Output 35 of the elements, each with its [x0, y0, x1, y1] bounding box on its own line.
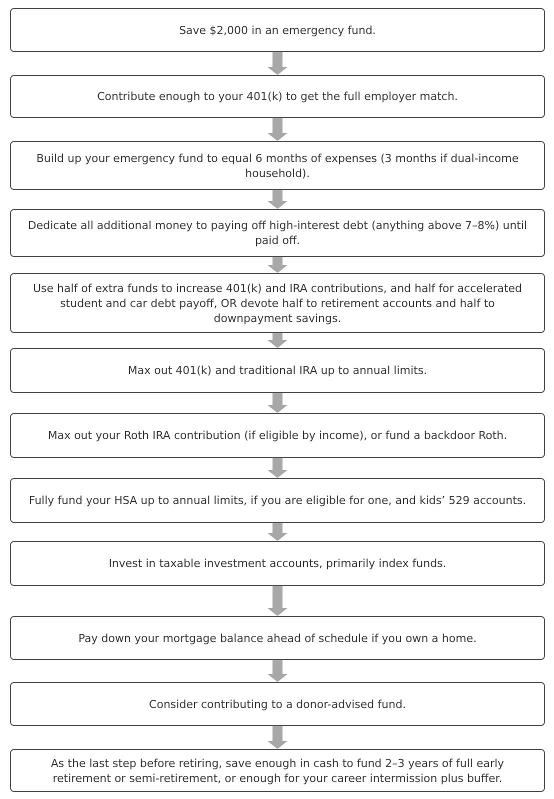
arrow: [268, 660, 288, 682]
step-box: [10, 541, 545, 586]
arrow: [268, 52, 288, 75]
step-box: [10, 749, 545, 792]
step-box: [10, 682, 545, 726]
arrow: [268, 523, 288, 541]
step-text: Save $2,000 in an emergency fund.: [179, 22, 376, 38]
step-text: Max out your Roth IRA contribution (if eligible by income), or fund a backdoor Roth.: [48, 428, 508, 443]
step-text: Contribute enough to your 401(k) to get the full employer match.: [97, 89, 458, 104]
step-box: [10, 75, 545, 118]
arrow: [268, 458, 288, 478]
arrow: [268, 586, 288, 616]
step-text: Build up your emergency fund to equal 6 months of expenses (3 months if dual-income household).: [35, 150, 520, 180]
step-text: Consider contributing to a donor-advised fund.: [149, 696, 406, 712]
arrow: [268, 257, 288, 273]
arrow: [268, 726, 288, 749]
step-text: As the last step before retiring, save enough in cash to fund 2–3 years of full early retirement or semi-retirement, or enough for your career intermission plus buffer.: [50, 756, 506, 786]
arrow: [268, 333, 288, 348]
step-box: [10, 348, 545, 393]
step-box: [10, 413, 545, 458]
arrow: [268, 118, 288, 141]
step-box: [10, 141, 545, 190]
step-box: [10, 616, 545, 660]
step-text: Max out 401(k) and traditional IRA up to annual limits.: [128, 363, 428, 378]
step-box: [10, 273, 545, 333]
step-text: Dedicate all additional money to paying off high-interest debt (anything above 7–8%) until paid off.: [27, 218, 528, 248]
step-text: Invest in taxable investment accounts, primarily index funds.: [108, 556, 446, 571]
step-box: [10, 8, 545, 52]
step-text: Fully fund your HSA up to annual limits, if you are eligible for one, and kids’ 529 accounts.: [28, 493, 526, 508]
arrow: [268, 393, 288, 413]
step-text: Use half of extra funds to increase 401(k) and IRA contributions, and half for accelerated student and car debt payoff, OR devote half to retirement accounts and half to downpayment savings.: [32, 280, 524, 326]
step-text: Pay down your mortgage balance ahead of schedule if you own a home.: [78, 630, 477, 646]
step-box: [10, 478, 545, 523]
step-box: [10, 209, 545, 257]
arrow: [268, 190, 288, 209]
